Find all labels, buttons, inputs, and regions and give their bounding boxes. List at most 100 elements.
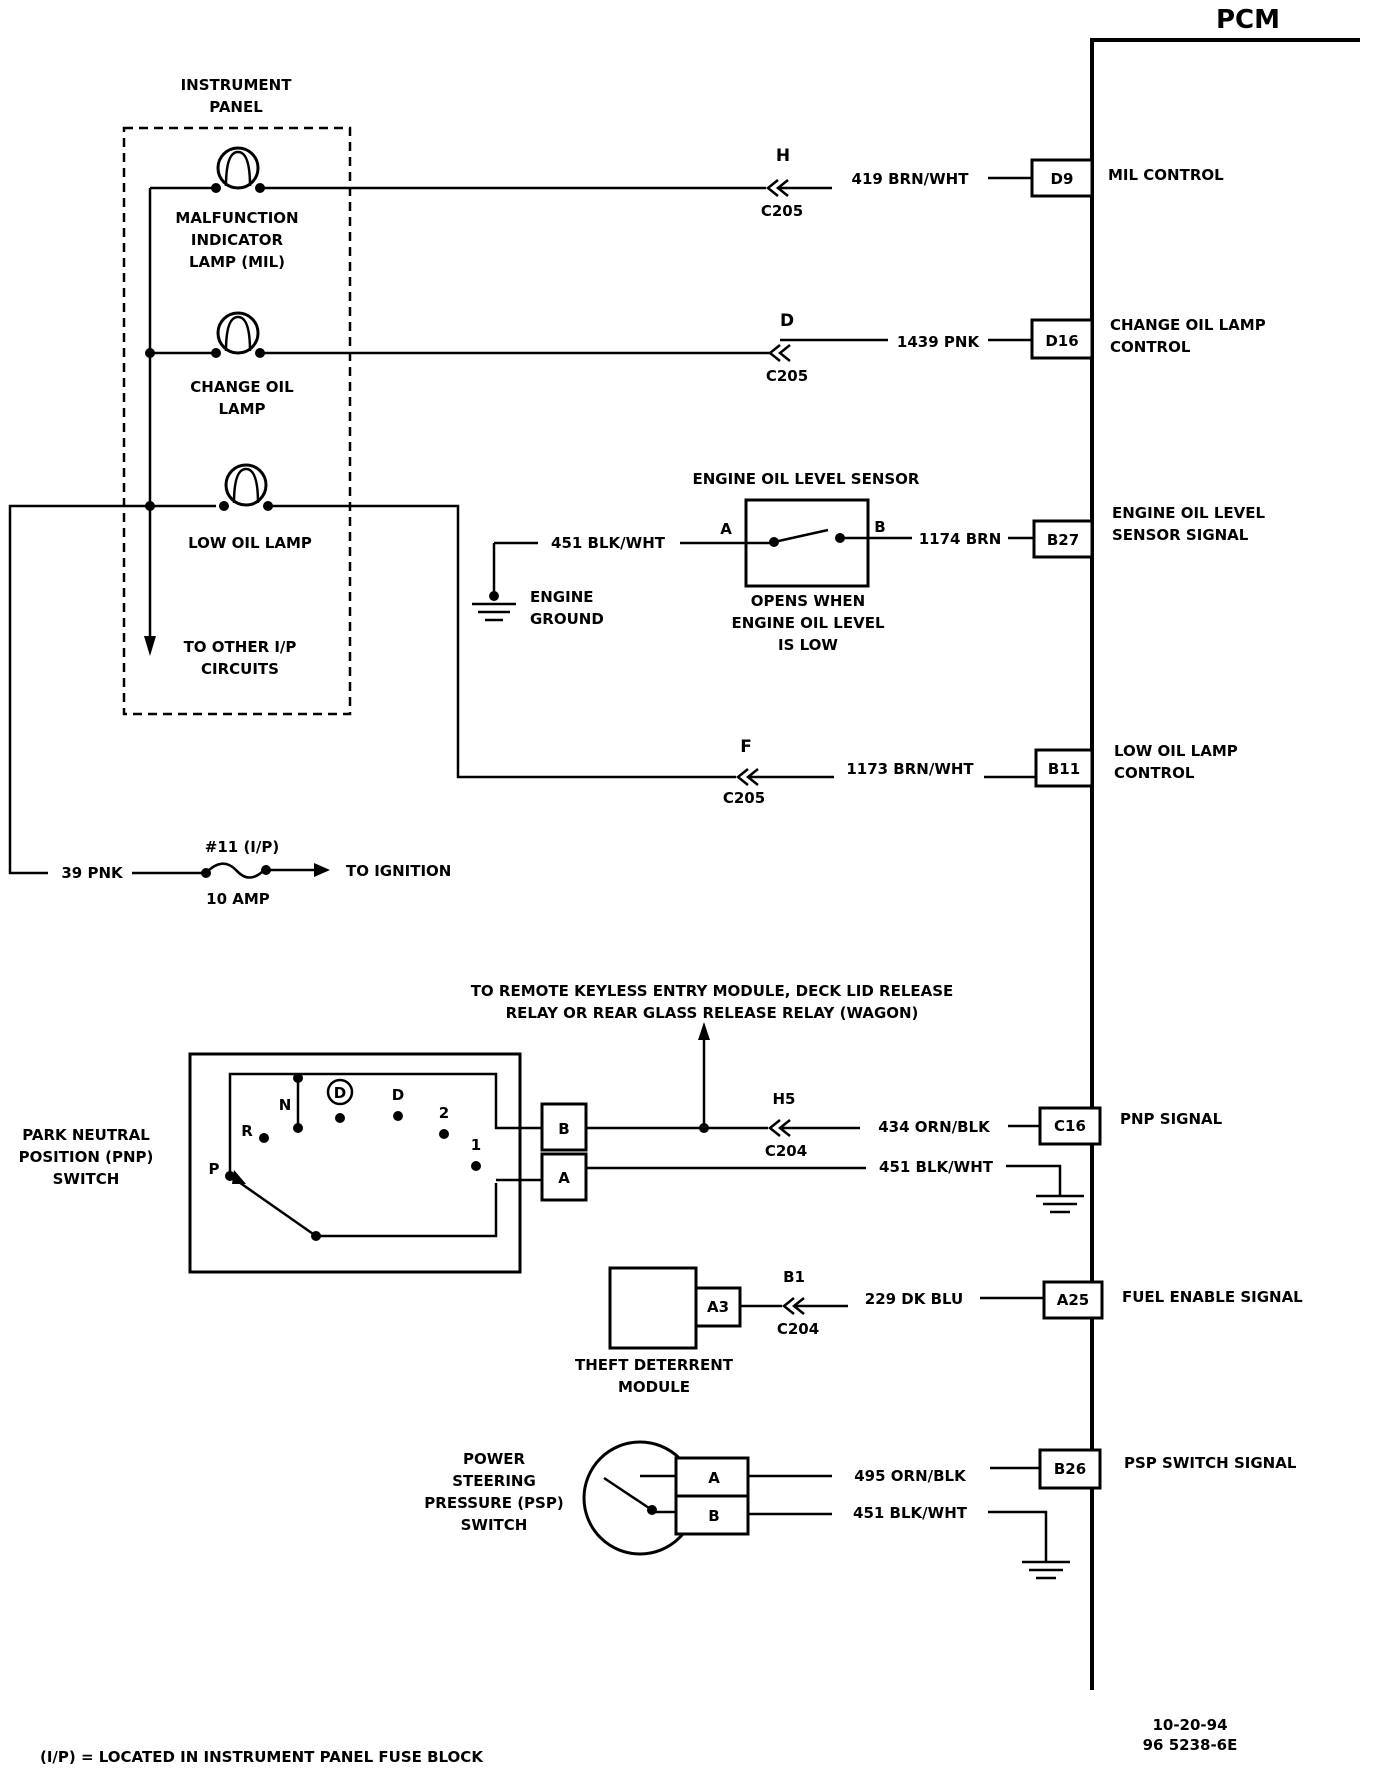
ignition-circuit: 39 PNK #11 (I/P) 10 AMP TO IGNITION [8, 504, 451, 908]
change-oil-signal-line1: CHANGE OIL LAMP [1110, 316, 1266, 334]
pnp-switch-label-line3: SWITCH [53, 1170, 120, 1188]
pin-b27-box [1032, 519, 1094, 559]
doc-id: 96 5238-6E [1143, 1736, 1238, 1754]
oil-sensor-note-line3: IS LOW [778, 636, 838, 654]
mil-conn: C205 [761, 202, 803, 220]
pnp-pos-1: 1 [471, 1136, 481, 1154]
ignition-dest: TO IGNITION [346, 862, 451, 880]
pnp-switch-housing [188, 1052, 522, 1274]
psp-label-line2: STEERING [452, 1472, 536, 1490]
ignition-fuse: #11 (I/P) [205, 838, 279, 856]
psp-label-line4: SWITCH [461, 1516, 528, 1534]
arrow-down-icon [144, 636, 156, 656]
oil-sensor-note-line1: OPENS WHEN [751, 592, 865, 610]
pin-d16-box [1030, 318, 1094, 360]
mil-lamp-label-line2: INDICATOR [191, 231, 284, 249]
other-circuits-label-line2: CIRCUITS [201, 660, 279, 678]
arrow-right-icon [314, 863, 330, 877]
psp-switch-contact-icon [603, 1476, 653, 1512]
oil-level-circuit: ENGINE OIL LEVEL SENSOR A B 451 BLK/WHT … [472, 470, 1265, 654]
theft-module-term: A3 [707, 1298, 729, 1316]
pnp-pos-n: N [279, 1096, 292, 1114]
pin-b26-box [1038, 1448, 1102, 1490]
footnote: (I/P) = LOCATED IN INSTRUMENT PANEL FUSE… [40, 1748, 484, 1766]
instrument-panel-title-line2: PANEL [209, 98, 263, 116]
theft-module-label-line2: MODULE [618, 1378, 690, 1396]
pnp-conn-pin: H5 [773, 1090, 796, 1108]
change-oil-signal-line2: CONTROL [1110, 338, 1191, 356]
theft-module-label-line1: THEFT DETERRENT [575, 1356, 734, 1374]
change-oil-conn: C205 [766, 367, 808, 385]
pnp-pos-od: D [334, 1084, 346, 1102]
psp-wire: 495 ORN/BLK [854, 1467, 967, 1485]
ignition-wire: 39 PNK [61, 864, 124, 882]
oil-sensor-note-line2: ENGINE OIL LEVEL [731, 614, 884, 632]
pnp-switch-label-line1: PARK NEUTRAL [22, 1126, 150, 1144]
arrow-up-icon [698, 1022, 710, 1040]
psp-term-b-box [674, 1494, 750, 1536]
pnp-selector-lever-icon [235, 1178, 317, 1238]
ground-icon [472, 602, 516, 622]
oil-sensor-term-a: A [720, 520, 732, 538]
other-circuits-label-line1: TO OTHER I/P [184, 638, 297, 656]
low-oil-conn-pin: F [740, 737, 752, 757]
fuel-enable-circuit: A3 B1 C204 229 DK BLU A25 FUEL ENABLE SI… [575, 1266, 1303, 1396]
pin-b11-box [1034, 748, 1094, 788]
fuel-conn: C204 [777, 1320, 819, 1338]
pnp-ground-wire: 451 BLK/WHT [879, 1158, 994, 1176]
instrument-panel-boundary [122, 126, 352, 716]
fuse-icon [205, 862, 267, 879]
low-oil-pin: B11 [1048, 760, 1080, 778]
fuel-conn-pin: B1 [783, 1268, 805, 1286]
pnp-term-a-box [540, 1152, 588, 1202]
change-oil-wire: 1439 PNK [897, 333, 981, 351]
change-oil-lamp-icon [211, 311, 265, 358]
instrument-panel-title-line1: INSTRUMENT [181, 76, 293, 94]
pin-d9-box [1030, 158, 1094, 198]
low-oil-lamp-label: LOW OIL LAMP [188, 534, 312, 552]
psp-label-line1: POWER [463, 1450, 526, 1468]
ground-icon [1036, 1194, 1084, 1214]
pnp-pos-r: R [241, 1122, 253, 1140]
low-oil-conn: C205 [723, 789, 765, 807]
switch-contact-icon [773, 528, 829, 544]
low-oil-wire: 1173 BRN/WHT [846, 760, 974, 778]
low-oil-lamp-icon [219, 463, 273, 511]
change-oil-pin: D16 [1045, 332, 1078, 350]
fuel-wire: 229 DK BLU [865, 1290, 963, 1308]
low-oil-signal-line2: CONTROL [1114, 764, 1195, 782]
mil-conn-pin: H [776, 146, 790, 166]
connector-c205-icon [767, 344, 791, 362]
oil-sensor-title: ENGINE OIL LEVEL SENSOR [693, 470, 920, 488]
mil-lamp-label-line3: LAMP (MIL) [189, 253, 285, 271]
psp-term-b: B [708, 1507, 719, 1525]
oil-sensor-wire: 1174 BRN [919, 530, 1002, 548]
overdrive-circle-icon [326, 1078, 354, 1106]
pnp-switch-label-line2: POSITION (PNP) [19, 1148, 154, 1166]
pnp-pin: C16 [1054, 1117, 1086, 1135]
ground-icon [1022, 1560, 1070, 1580]
pnp-remote-line2: RELAY OR REAR GLASS RELEASE RELAY (WAGON… [506, 1004, 919, 1022]
change-oil-lamp-label-line1: CHANGE OIL [190, 378, 294, 396]
pnp-remote-line1: TO REMOTE KEYLESS ENTRY MODULE, DECK LID… [471, 982, 954, 1000]
pnp-wire: 434 ORN/BLK [878, 1118, 991, 1136]
change-oil-circuit: D C205 1439 PNK D16 CHANGE OIL LAMP CONT… [260, 311, 1266, 385]
psp-pin: B26 [1054, 1460, 1086, 1478]
pnp-term-a: A [558, 1169, 570, 1187]
psp-ground-wire: 451 BLK/WHT [853, 1504, 968, 1522]
engine-ground-line2: GROUND [530, 610, 604, 628]
pcm-label: PCM [1216, 5, 1280, 35]
psp-circuit: POWER STEERING PRESSURE (PSP) SWITCH A B… [424, 1440, 1297, 1580]
psp-label-line3: PRESSURE (PSP) [424, 1494, 563, 1512]
pcm-block: PCM [1090, 5, 1360, 1690]
mil-lamp-icon [211, 146, 265, 193]
pin-c16-box [1038, 1106, 1102, 1146]
oil-sensor-pin: B27 [1047, 531, 1079, 549]
low-oil-signal-line1: LOW OIL LAMP [1114, 742, 1238, 760]
pnp-term-b: B [558, 1120, 569, 1138]
oil-sensor-signal-line2: SENSOR SIGNAL [1112, 526, 1249, 544]
low-oil-circuit: F C205 1173 BRN/WHT B11 LOW OIL LAMP CON… [268, 504, 1238, 807]
pin-a25-box [1042, 1280, 1104, 1320]
mil-wire: 419 BRN/WHT [852, 170, 970, 188]
engine-ground-line1: ENGINE [530, 588, 594, 606]
